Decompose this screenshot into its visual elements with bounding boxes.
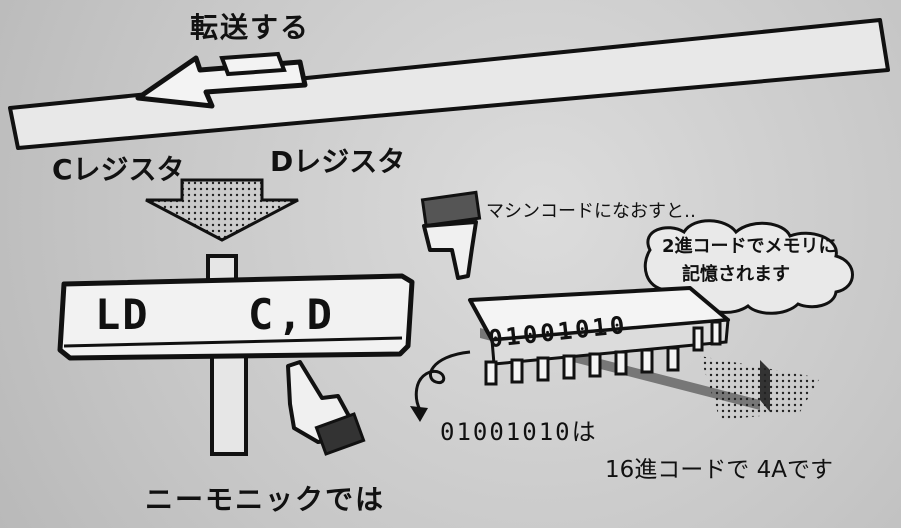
loop-arrow-icon [410, 350, 471, 422]
memory-chip-icon [468, 286, 820, 420]
register-band [8, 18, 890, 150]
hex-note: 16進コードで 4Aです [605, 457, 833, 483]
down-arrow-icon [145, 178, 299, 242]
transfer-label: 転送する [190, 11, 311, 44]
pointing-hand-icon [286, 360, 366, 456]
sign-opcode: LD [95, 290, 150, 339]
cloud-text-line1: 2進コードでメモリに [662, 236, 837, 257]
signpost-icon [57, 254, 415, 456]
binary-value: 01001010は [440, 418, 598, 446]
cloud-text-line2: 記憶されます [682, 264, 790, 285]
pointing-hand-icon [420, 190, 482, 280]
mnemonic-note: ニーモニックでは [145, 483, 386, 516]
c-register-label: Cレジスタ [52, 153, 185, 186]
machine-code-note: マシンコードになおすと‥ [486, 201, 697, 222]
d-register-label: Dレジスタ [270, 145, 406, 178]
transfer-arrow-icon [135, 51, 308, 109]
sign-operands: C,D [248, 290, 336, 339]
